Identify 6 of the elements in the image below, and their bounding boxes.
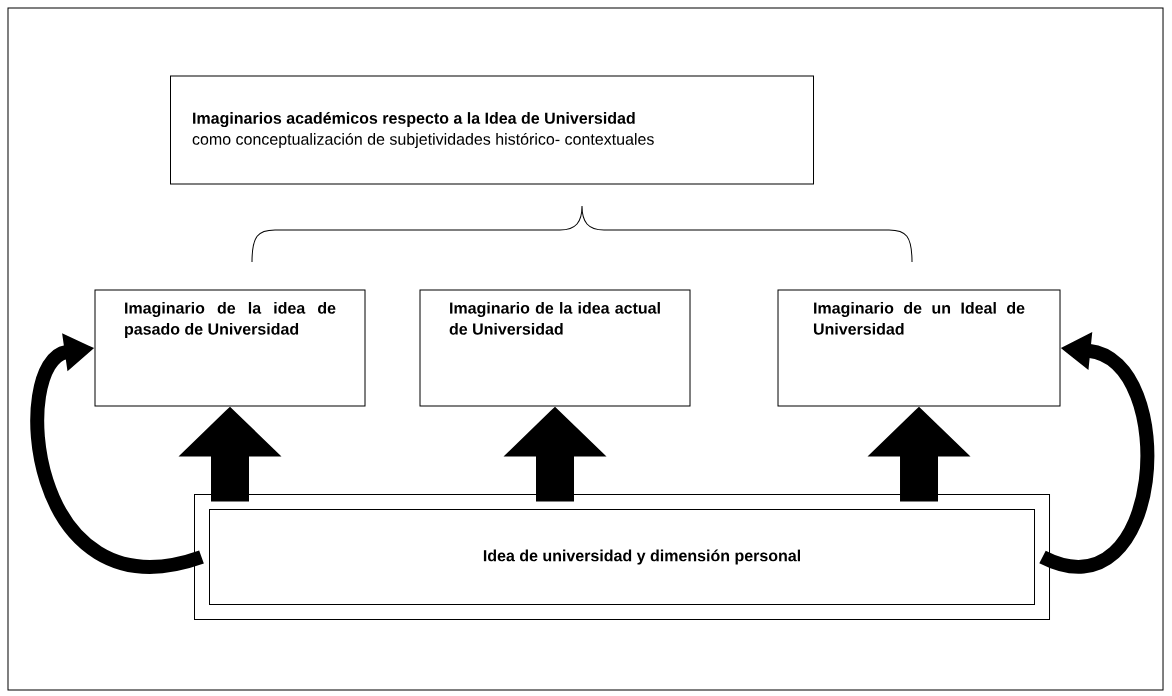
concept-box: Imaginario de la idea actual de Universidad [419, 289, 691, 407]
concept-box: Imaginario de la idea de pasado de Universidad [94, 289, 366, 407]
concept-box: Imaginario de un Ideal de Universidad [777, 289, 1061, 407]
title-box: Imaginarios académicos respecto a la Idea de Universidad como conceptualización de subjetividades histórico- contextuales [170, 75, 814, 185]
double-border-box: Idea de universidad y dimensión personal [194, 494, 1050, 620]
arrow [30, 333, 204, 574]
